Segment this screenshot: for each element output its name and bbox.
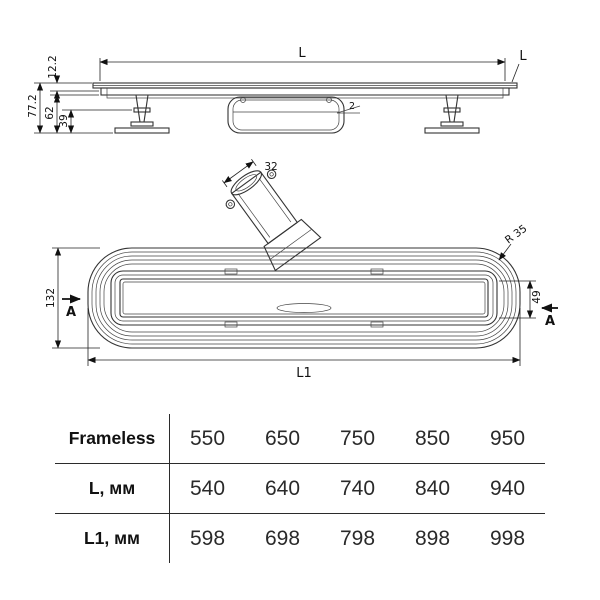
value-cell: 598: [189, 526, 226, 550]
side-elevation-view: L L 12.2 77.2 62: [27, 46, 527, 134]
dim-label-32: 32: [264, 161, 277, 173]
row-label: L, мм: [55, 464, 170, 513]
dim-label-slope: 2: [349, 101, 355, 112]
value-cell: 950: [489, 426, 526, 450]
technical-drawing: L L 12.2 77.2 62: [27, 46, 558, 381]
left-leg: [114, 94, 170, 134]
right-leg: [424, 94, 480, 134]
section-label-A-left: A: [66, 305, 76, 320]
value-cell: 850: [414, 426, 451, 450]
value-cell: 550: [189, 426, 226, 450]
dim-label-L-right: L: [519, 49, 527, 64]
value-cell: 840: [414, 476, 451, 500]
value-cell: 698: [264, 526, 301, 550]
grate: [110, 268, 498, 328]
dim-length-L1: L1: [87, 308, 521, 381]
dim-length-L: L: [99, 46, 506, 81]
dim-label-L1: L1: [296, 366, 312, 381]
value-cell: 798: [339, 526, 376, 550]
dim-corner-radius: R 35: [498, 223, 529, 261]
flange-rings: [87, 247, 521, 349]
outlet-pipe: [221, 159, 322, 272]
value-cell: 940: [489, 476, 526, 500]
height-dimensions: 12.2 77.2 62 39: [27, 55, 132, 134]
value-cell: 640: [264, 476, 301, 500]
dim-label-39: 39: [58, 114, 70, 127]
value-cell: 740: [339, 476, 376, 500]
section-marker-left: A: [62, 294, 81, 320]
dim-width-49: 49: [499, 280, 543, 319]
siphon-trap: [227, 96, 345, 134]
dim-label-L: L: [298, 46, 306, 61]
value-cell: 998: [489, 526, 526, 550]
table-row: L1, мм 598 698 798 898 998: [55, 513, 545, 563]
dim-label-R35: R 35: [503, 223, 529, 247]
dim-width-132: 132: [45, 247, 100, 349]
value-cell: 898: [414, 526, 451, 550]
dim-label-77-2: 77.2: [27, 94, 39, 117]
dim-label-12-2: 12.2: [47, 55, 59, 78]
row-label: Frameless: [55, 414, 170, 463]
table-row: L, мм 540 640 740 840 940: [55, 463, 545, 513]
size-table: Frameless 550 650 750 850 950 L, мм 540 …: [55, 414, 545, 563]
value-cell: 540: [189, 476, 226, 500]
value-cell: 650: [264, 426, 301, 450]
top-plan-view: 32 R 35 132 49: [45, 159, 558, 381]
table-row: Frameless 550 650 750 850 950: [55, 414, 545, 463]
row-label: L1, мм: [55, 514, 170, 563]
section-marker-right: A: [541, 303, 558, 329]
dim-label-49: 49: [531, 290, 543, 303]
dim-label-62: 62: [44, 106, 56, 119]
dim-label-132: 132: [45, 288, 57, 308]
channel-profile: [92, 82, 518, 99]
dim-length-L-right: L: [511, 49, 527, 83]
slope-mark: 2: [336, 101, 361, 114]
section-label-A-right: A: [545, 314, 555, 329]
value-cell: 750: [339, 426, 376, 450]
